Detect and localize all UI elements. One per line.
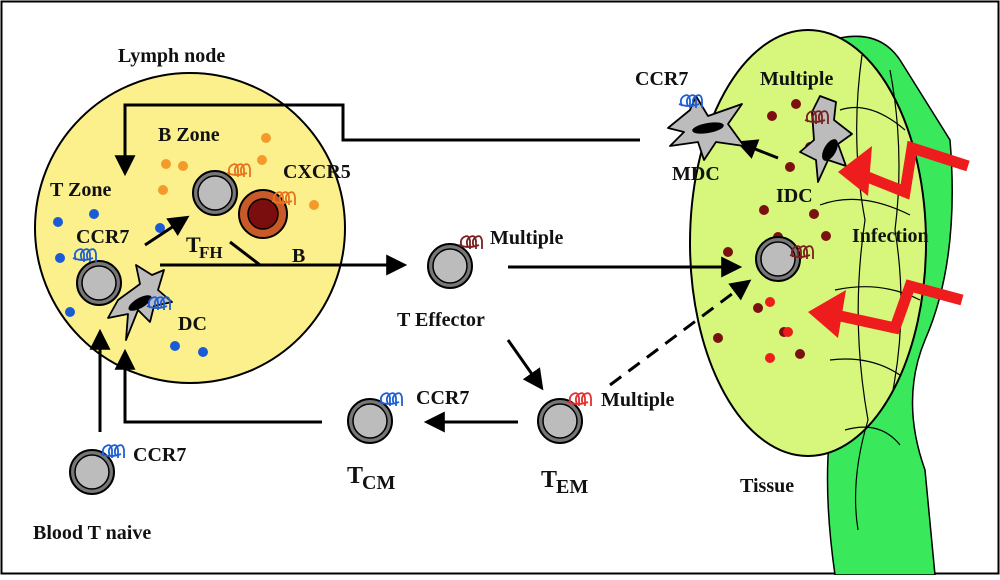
cell-dot xyxy=(89,209,99,219)
arrow-t-to-tfh xyxy=(144,215,190,247)
arrow-idc-to-mdc xyxy=(736,139,779,160)
label-idc: IDC xyxy=(776,185,813,207)
tissue-body xyxy=(689,29,927,457)
mature-dendritic-cell-mdc xyxy=(667,94,745,161)
label-mdc: MDC xyxy=(672,163,720,185)
label-b-cell: B xyxy=(292,245,305,267)
cell-dot xyxy=(795,349,805,359)
line-tfh-to-b xyxy=(229,240,261,267)
cell-dot xyxy=(713,333,723,343)
dendritic-cell-dc xyxy=(107,264,173,341)
t-effector-cell xyxy=(427,235,483,289)
squiggle-receptor-icon xyxy=(678,94,703,108)
squiggle-receptor-icon xyxy=(378,392,403,406)
infection-bolts xyxy=(808,140,970,338)
label-blood-t-naive: Blood T naive xyxy=(33,522,151,544)
label-cxcr5: CXCR5 xyxy=(283,161,351,183)
label-tfh-sub: FH xyxy=(199,243,223,262)
t-em-cell xyxy=(537,392,592,444)
blood-t-naive-cell xyxy=(69,444,125,495)
label-ccr7-tcm: CCR7 xyxy=(416,387,469,409)
label-multiple-effector: Multiple xyxy=(490,227,563,249)
cell-dot xyxy=(53,217,63,227)
label-ccr7-naive: CCR7 xyxy=(133,444,186,466)
label-lymph-node: Lymph node xyxy=(118,45,225,67)
label-ccr7-ln: CCR7 xyxy=(76,226,129,248)
bolt-arrowhead xyxy=(808,290,846,338)
cell-dot xyxy=(723,247,733,257)
label-multiple-idc: Multiple xyxy=(760,68,833,90)
cell-dot xyxy=(161,159,171,169)
label-tfh: T xyxy=(186,232,201,257)
squiggle-receptor-icon xyxy=(72,248,97,262)
cell-dot xyxy=(158,185,168,195)
label-b-zone: B Zone xyxy=(158,124,220,146)
cell-dot xyxy=(55,253,65,263)
cell-dot xyxy=(65,307,75,317)
lightning-bolt-icon xyxy=(847,140,970,200)
cells xyxy=(69,94,853,495)
squiggle-receptor-icon xyxy=(567,392,592,406)
arrow-tem-to-tissue xyxy=(609,279,752,387)
cell-dot xyxy=(765,353,775,363)
t-cm-cell xyxy=(347,392,403,444)
arrow-effector-to-tem xyxy=(506,339,544,391)
squiggle-receptor-icon xyxy=(804,110,829,124)
lightning-bolt-icon xyxy=(820,279,964,335)
label-tem-sub: EM xyxy=(556,476,588,498)
label-t-effector: T Effector xyxy=(397,309,485,331)
cell-dot xyxy=(765,297,775,307)
cell-dot xyxy=(261,133,271,143)
cell-dot xyxy=(767,111,777,121)
cell-dot xyxy=(759,205,769,215)
label-tissue: Tissue xyxy=(740,475,794,497)
label-ccr7-mdc: CCR7 xyxy=(635,68,688,90)
cell-dot xyxy=(257,155,267,165)
cell-dot xyxy=(809,209,819,219)
label-tcm: T xyxy=(347,463,363,489)
cell-dot xyxy=(170,341,180,351)
cell-dot xyxy=(783,327,793,337)
arrows xyxy=(89,103,779,433)
arrow-tcm-to-ln xyxy=(114,348,322,424)
tissue-t-cell xyxy=(755,236,814,282)
cell-dot xyxy=(785,162,795,172)
cell-dot xyxy=(178,161,188,171)
label-t-zone: T Zone xyxy=(50,179,111,201)
cell-dot xyxy=(155,223,165,233)
cell-dot xyxy=(791,99,801,109)
b-cell xyxy=(238,189,296,239)
squiggle-receptor-icon xyxy=(458,235,483,249)
cell-dot xyxy=(753,303,763,313)
squiggle-receptor-icon xyxy=(789,245,814,259)
text-labels: Lymph node B Zone T Zone CXCR5 CCR7 T FH… xyxy=(33,45,929,544)
lymph-node xyxy=(34,72,346,384)
cell-dot xyxy=(198,347,208,357)
label-tcm-sub: CM xyxy=(362,472,395,494)
label-multiple-tem: Multiple xyxy=(601,389,674,411)
squiggle-receptor-icon xyxy=(226,163,251,177)
cell-dot xyxy=(821,231,831,241)
t-cell-ccr7-tzone xyxy=(72,248,122,306)
arrow-mdc-to-tzone xyxy=(114,103,640,177)
cell-dot xyxy=(309,200,319,210)
label-infection: Infection xyxy=(852,225,929,247)
label-tem: T xyxy=(541,467,557,493)
squiggle-receptor-icon xyxy=(271,191,296,205)
squiggle-receptor-icon xyxy=(146,296,171,310)
bolt-arrowhead xyxy=(838,146,872,196)
squiggle-receptor-icon xyxy=(100,444,125,458)
tissue-texture xyxy=(819,54,921,531)
label-dc: DC xyxy=(178,313,207,335)
tfh-cell xyxy=(192,163,251,216)
